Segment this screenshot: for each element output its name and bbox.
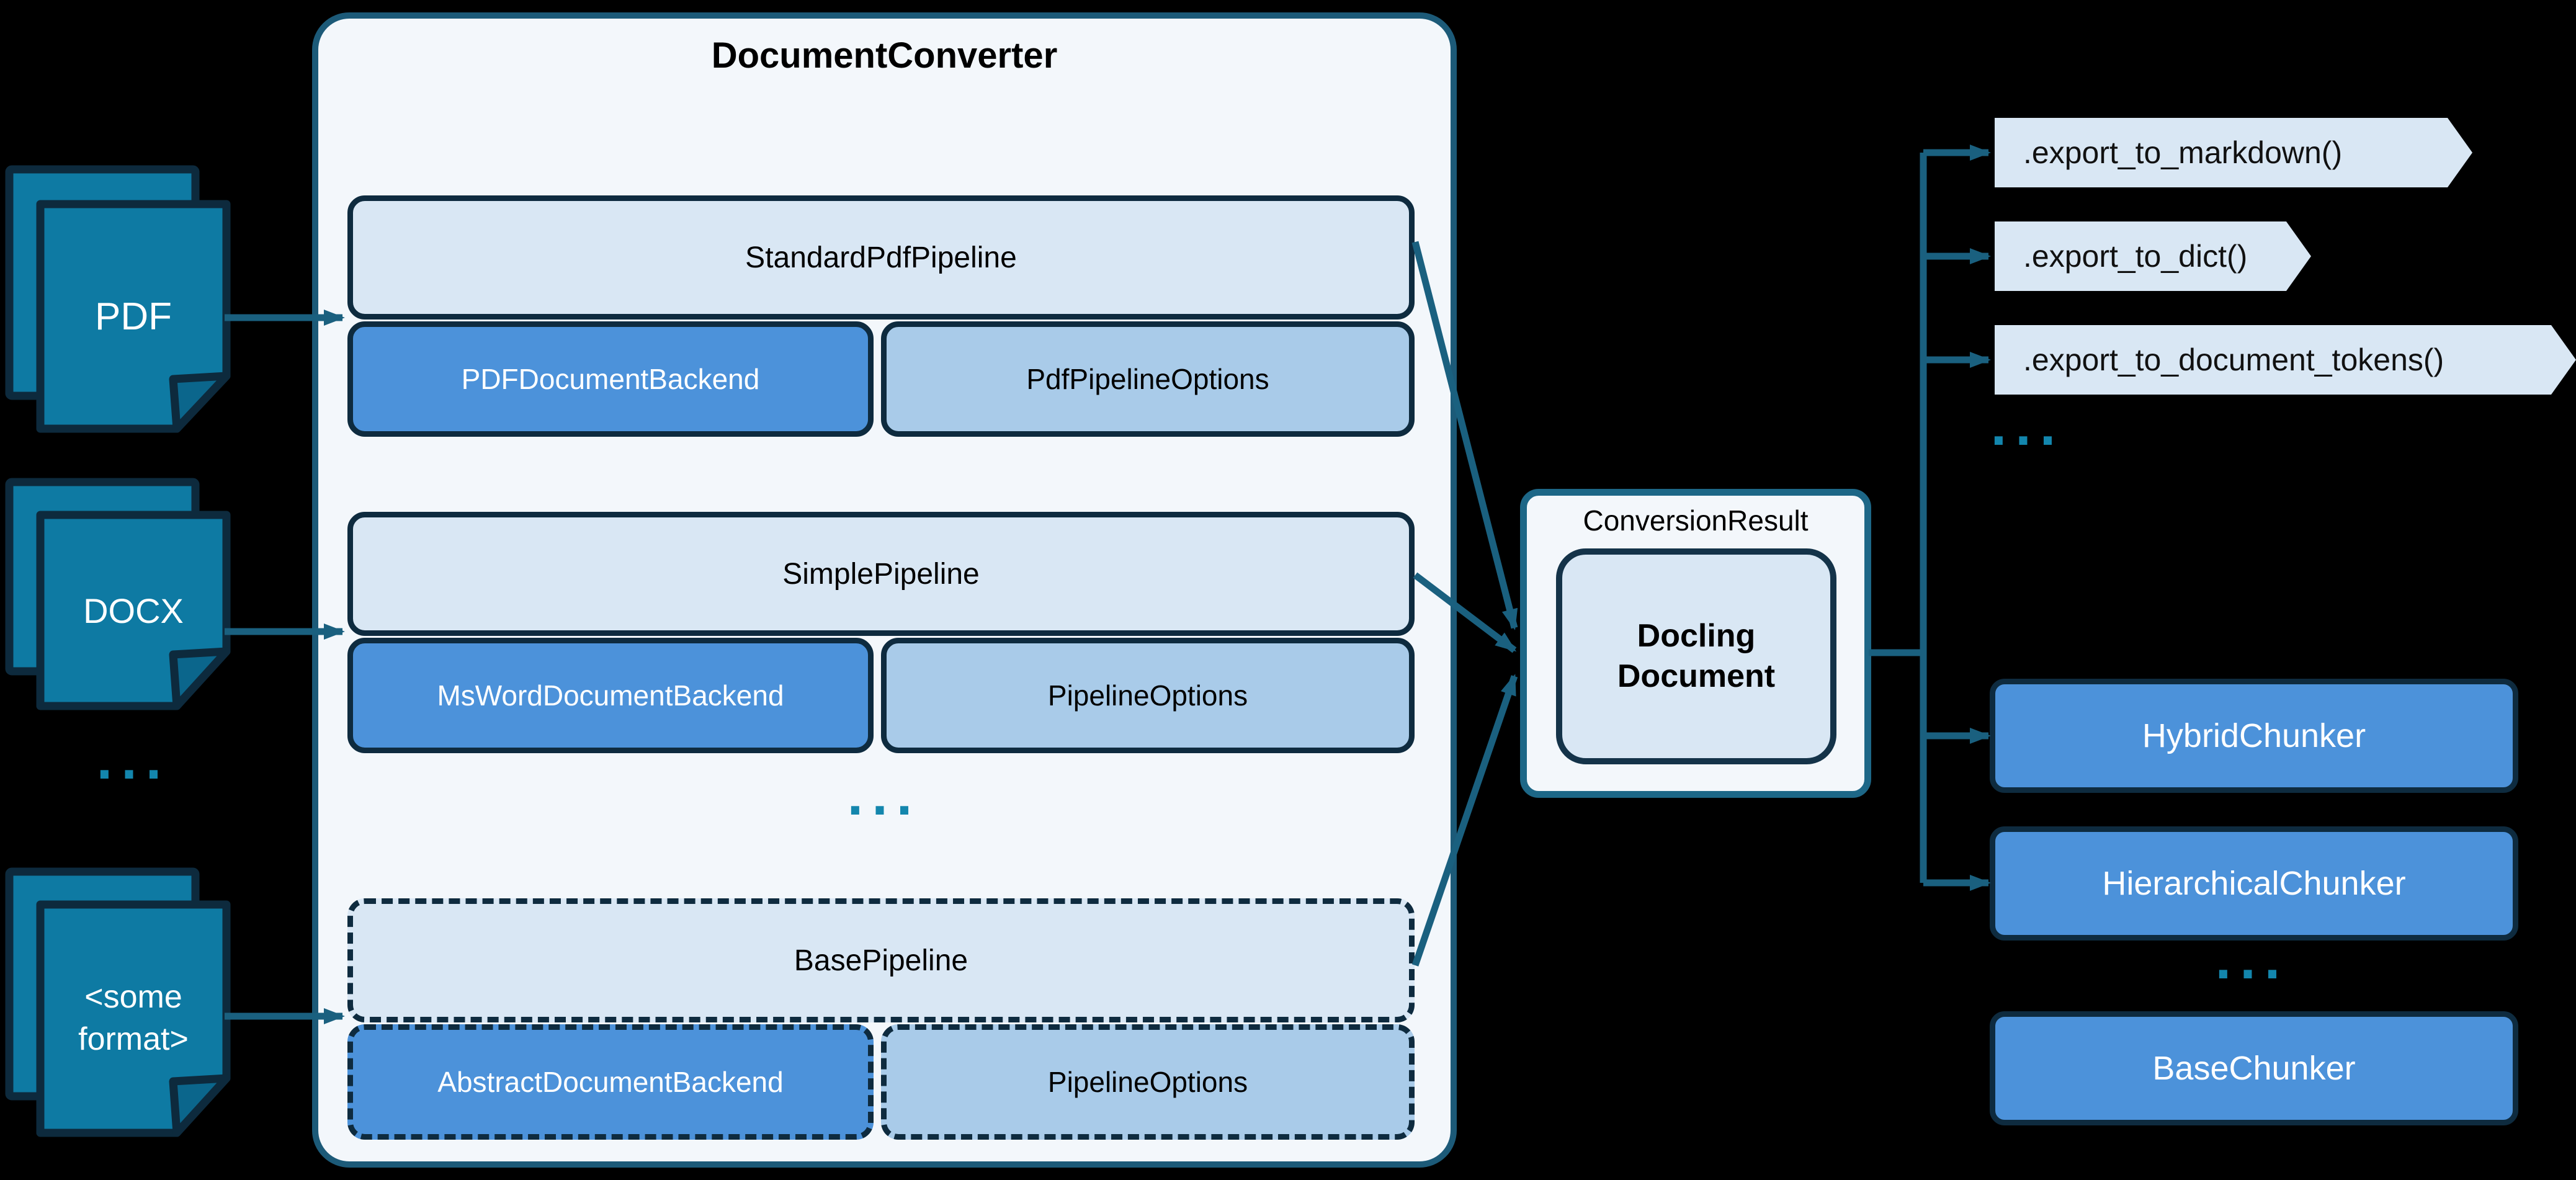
options-label: PipelineOptions <box>1047 1066 1248 1098</box>
backend-label: MsWordDocumentBackend <box>437 679 784 712</box>
document-pages-icon <box>5 165 231 433</box>
backend-box-pdf: PDFDocumentBackend <box>347 321 874 437</box>
input-doc-label-docx: DOCX <box>83 591 184 630</box>
backend-box-msword: MsWordDocumentBackend <box>347 638 874 753</box>
docling-document-box: Docling Document <box>1556 548 1836 764</box>
chunkers-ellipsis: ... <box>2215 927 2289 991</box>
options-box-base: PipelineOptions <box>881 1024 1415 1140</box>
export-tag-label: .export_to_document_tokens() <box>2023 342 2444 377</box>
pipeline-box-simple: SimplePipeline <box>347 512 1415 636</box>
folded-corner-icon <box>169 372 231 433</box>
export-tag-markdown: .export_to_markdown() <box>1995 118 2472 187</box>
chunker-label: HybridChunker <box>2142 717 2366 754</box>
options-label: PipelineOptions <box>1047 679 1248 712</box>
pipeline-label: SimplePipeline <box>782 557 980 591</box>
conversion-result-label: ConversionResult <box>1583 504 1809 537</box>
pipeline-box-base: BasePipeline <box>347 898 1415 1022</box>
input-doc-label-some-format: <some format> <box>78 979 189 1057</box>
docling-document-label: Docling Document <box>1617 618 1776 694</box>
folded-corner-icon <box>169 647 231 710</box>
document-stack-docx: DOCX <box>5 478 235 713</box>
chunker-label: BaseChunker <box>2152 1050 2356 1087</box>
pipeline-label: StandardPdfPipeline <box>745 241 1017 274</box>
converter-title: DocumentConverter <box>711 35 1058 76</box>
backend-box-abstract: AbstractDocumentBackend <box>347 1024 874 1140</box>
pipeline-box-standard-pdf: StandardPdfPipeline <box>347 195 1415 320</box>
chunker-box-hierarchical: HierarchicalChunker <box>1990 826 2518 941</box>
export-tag-dict: .export_to_dict() <box>1995 221 2311 291</box>
pipeline-label: BasePipeline <box>794 944 968 977</box>
document-pages-icon <box>5 867 231 1137</box>
export-tag-document-tokens: .export_to_document_tokens() <box>1995 325 2576 395</box>
backend-label: AbstractDocumentBackend <box>437 1066 784 1098</box>
arrow-standardpipeline-to-result <box>1411 241 1518 630</box>
document-stack-pdf: PDF <box>5 165 235 438</box>
document-stack-some-format: <some format> <box>5 867 235 1143</box>
export-tag-label: .export_to_dict() <box>2023 239 2248 274</box>
backend-label: PDFDocumentBackend <box>461 363 760 395</box>
input-doc-label-pdf: PDF <box>95 295 172 338</box>
chunker-label: HierarchicalChunker <box>2102 865 2406 902</box>
options-box-simple: PipelineOptions <box>881 638 1415 753</box>
inputs-ellipsis: ... <box>96 728 171 791</box>
document-pages-icon <box>5 478 231 710</box>
arrow-basepipeline-to-result <box>1411 674 1518 967</box>
options-label: PdfPipelineOptions <box>1026 363 1269 395</box>
exports-ellipsis: ... <box>1990 394 2065 457</box>
folded-corner-icon <box>169 1074 231 1137</box>
chunker-box-hybrid: HybridChunker <box>1990 679 2518 793</box>
arrow-simplepipeline-to-result <box>1413 572 1517 653</box>
converter-ellipsis: ... <box>847 764 921 827</box>
options-box-pdf: PdfPipelineOptions <box>881 321 1415 437</box>
export-tag-label: .export_to_markdown() <box>2023 135 2343 170</box>
chunker-box-base: BaseChunker <box>1990 1011 2518 1125</box>
